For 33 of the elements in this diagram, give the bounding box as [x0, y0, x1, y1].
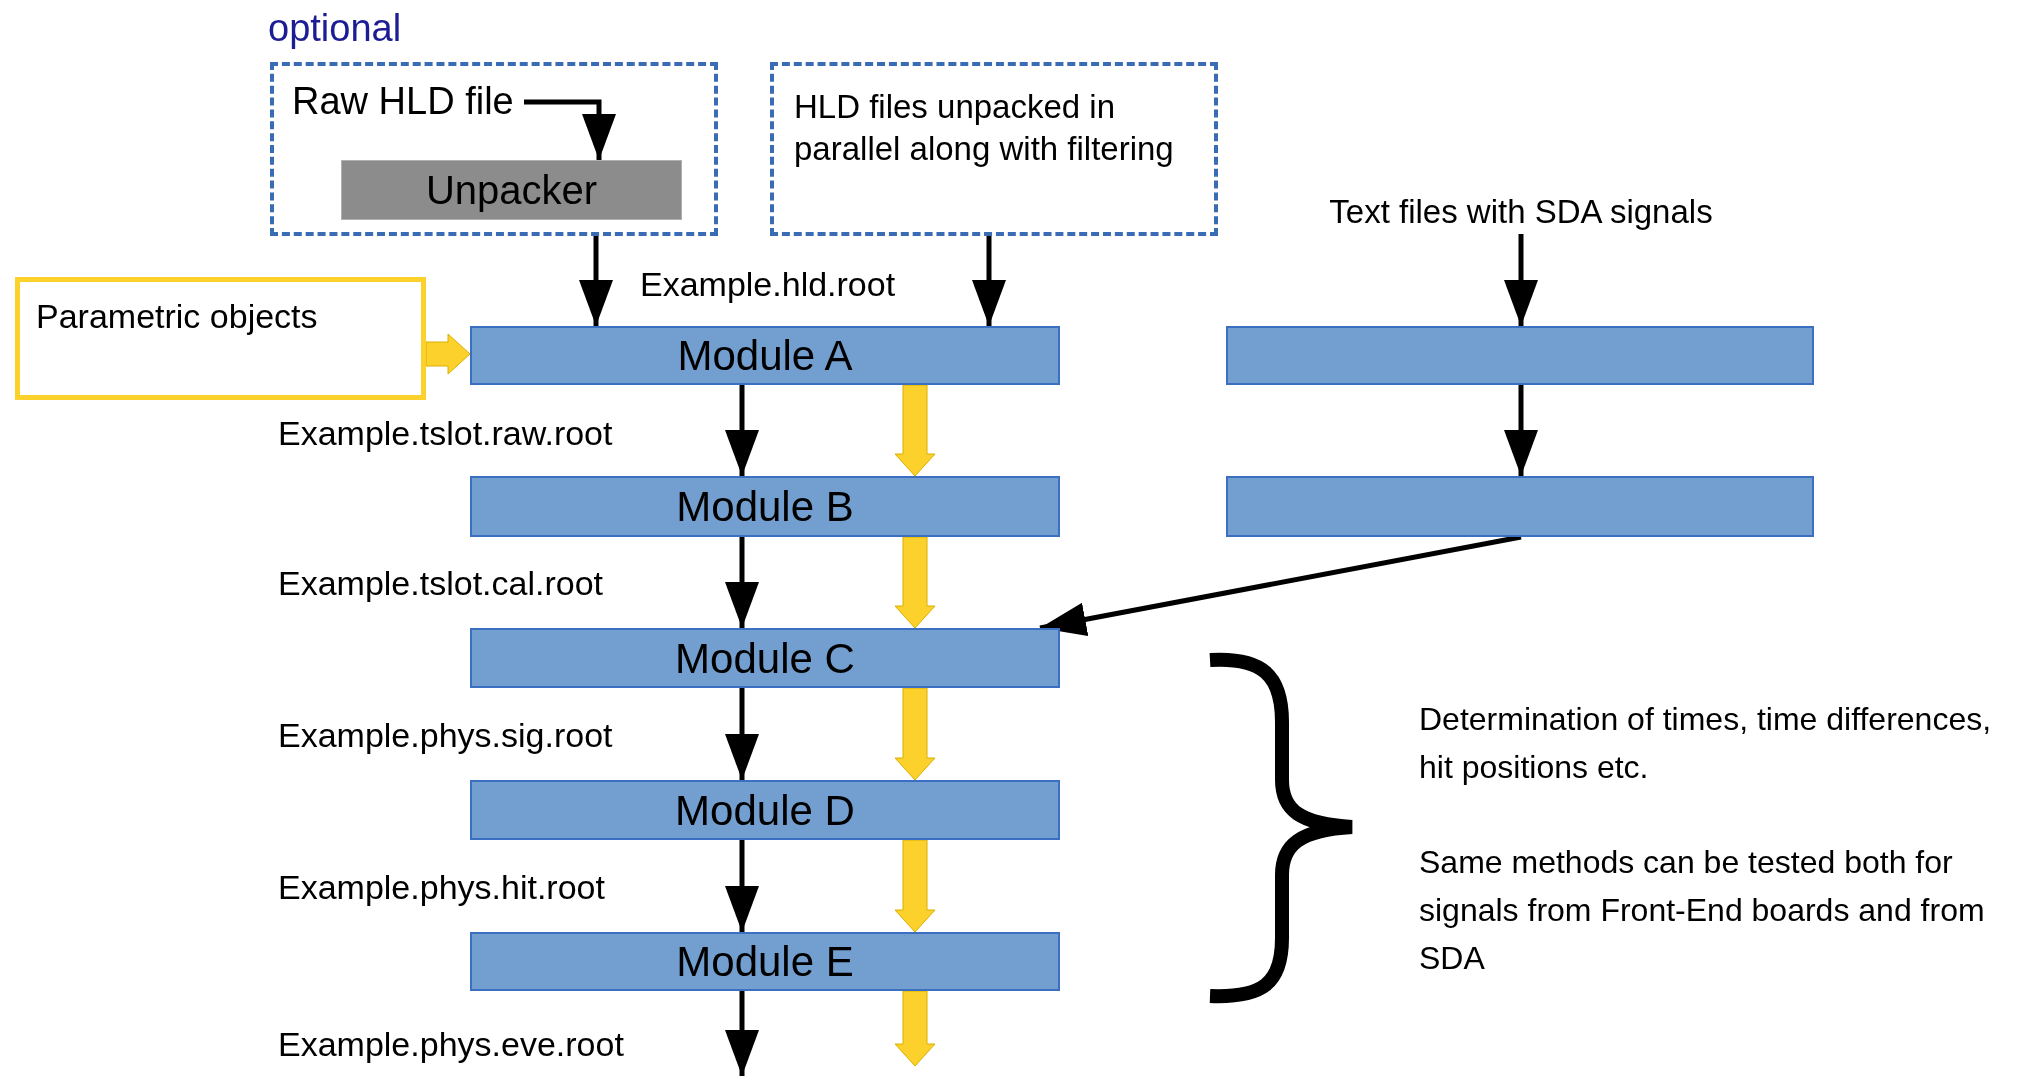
module-bar: Module B: [470, 476, 1060, 537]
dashed-note-frame: HLD files unpacked in parallel along with filtering: [770, 62, 1218, 236]
block-arrow: [894, 990, 936, 1067]
block-arrow: [894, 839, 936, 933]
arrow: [725, 385, 759, 476]
module-bar: Module D: [470, 780, 1060, 840]
note-paragraph: Determination of times, time differences, hit positions etc.: [1419, 700, 1993, 787]
arrow: [1504, 385, 1538, 476]
block-arrow: [894, 687, 936, 781]
unpacker-block: Unpacker: [341, 160, 682, 220]
module-bar: Module A: [470, 326, 1060, 385]
arrow: [579, 236, 613, 326]
arrow: [1504, 234, 1538, 326]
arrow: [524, 99, 616, 160]
module-bar: [1226, 476, 1814, 537]
block-arrow: [894, 536, 936, 629]
arrow: [725, 840, 759, 932]
block-arrow: [894, 384, 936, 477]
arrow: [972, 236, 1006, 326]
arrow: [725, 537, 759, 628]
dashed-group-frame: [270, 62, 718, 236]
text-label: Text files with SDA signals: [1281, 190, 1761, 234]
module-bar: Module E: [470, 932, 1060, 991]
parameter-frame: Parametric objects: [15, 277, 426, 400]
arrow: [725, 991, 759, 1076]
note-paragraph: Same methods can be tested both for signals from Front-End boards and from SDA: [1419, 843, 1986, 978]
heading-text: optional: [268, 6, 403, 51]
arrow: [725, 688, 759, 780]
block-arrow: [425, 333, 471, 375]
file-name-text: Example.hld.root: [640, 264, 897, 305]
module-bar: Module C: [470, 628, 1060, 688]
text-label: Raw HLD file: [292, 76, 524, 126]
module-bar: [1226, 326, 1814, 385]
